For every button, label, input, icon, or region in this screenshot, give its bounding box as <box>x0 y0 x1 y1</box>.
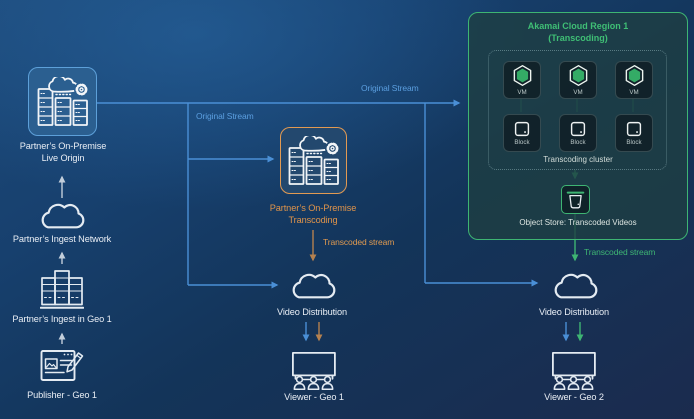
vm-node-3: VM <box>615 61 653 99</box>
viewer-label-2: Viewer - Geo 2 <box>544 392 604 402</box>
akamai-region-title: Akamai Cloud Region 1 (Transcoding) <box>527 21 629 43</box>
ingest-geo1-label: Partner’s Ingest in Geo 1 <box>12 314 112 324</box>
object-store-trash-icon <box>566 191 585 209</box>
video-distribution-cloud-icon-1 <box>285 268 341 302</box>
object-store-label: Object Store: Transcoded Videos <box>519 218 637 227</box>
vm-hexagon-icon <box>513 64 531 87</box>
block-node-3: Block <box>615 114 653 152</box>
object-store-node <box>561 185 590 214</box>
vm-node-2: VM <box>559 61 597 99</box>
vm-hexagon-icon <box>625 64 643 87</box>
video-distribution-cloud-icon-2 <box>547 268 603 302</box>
block-icon <box>514 121 530 136</box>
viewer-label-1: Viewer - Geo 1 <box>284 392 344 402</box>
ingest-network-cloud-icon <box>34 198 90 232</box>
ingest-network-label: Partner’s Ingest Network <box>12 234 112 244</box>
server-cloud-gear-icon <box>288 135 340 185</box>
transcoded-stream-label-orange: Transcoded stream <box>323 237 395 247</box>
akamai-cloud-region: Akamai Cloud Region 1 (Transcoding) VM V… <box>468 12 688 240</box>
publisher-label: Publisher - Geo 1 <box>27 390 97 400</box>
transcoding-cluster-box <box>488 50 667 170</box>
block-node-1: Block <box>503 114 541 152</box>
transcoded-stream-label-green: Transcoded stream <box>584 247 656 257</box>
transcoding-node <box>280 127 347 194</box>
live-origin-node <box>28 67 97 136</box>
transcoding-cluster-label: Transcoding cluster <box>543 155 613 164</box>
block-node-2: Block <box>559 114 597 152</box>
server-rack-icon <box>40 269 84 311</box>
publisher-icon <box>40 347 84 385</box>
video-distribution-label-1: Video Distribution <box>276 307 348 317</box>
transcoding-label: Partner’s On-Premise Transcoding <box>269 203 357 225</box>
original-stream-label-left: Original Stream <box>196 111 254 121</box>
live-origin-label: Partner’s On-Premise Live Origin <box>19 141 107 163</box>
video-distribution-label-2: Video Distribution <box>538 307 610 317</box>
viewer-icon-1 <box>292 352 336 390</box>
viewer-icon-2 <box>552 352 596 390</box>
vm-node-1: VM <box>503 61 541 99</box>
block-icon <box>570 121 586 136</box>
server-cloud-gear-icon <box>37 76 89 126</box>
original-stream-label-right: Original Stream <box>361 83 419 93</box>
vm-hexagon-icon <box>569 64 587 87</box>
block-icon <box>626 121 642 136</box>
